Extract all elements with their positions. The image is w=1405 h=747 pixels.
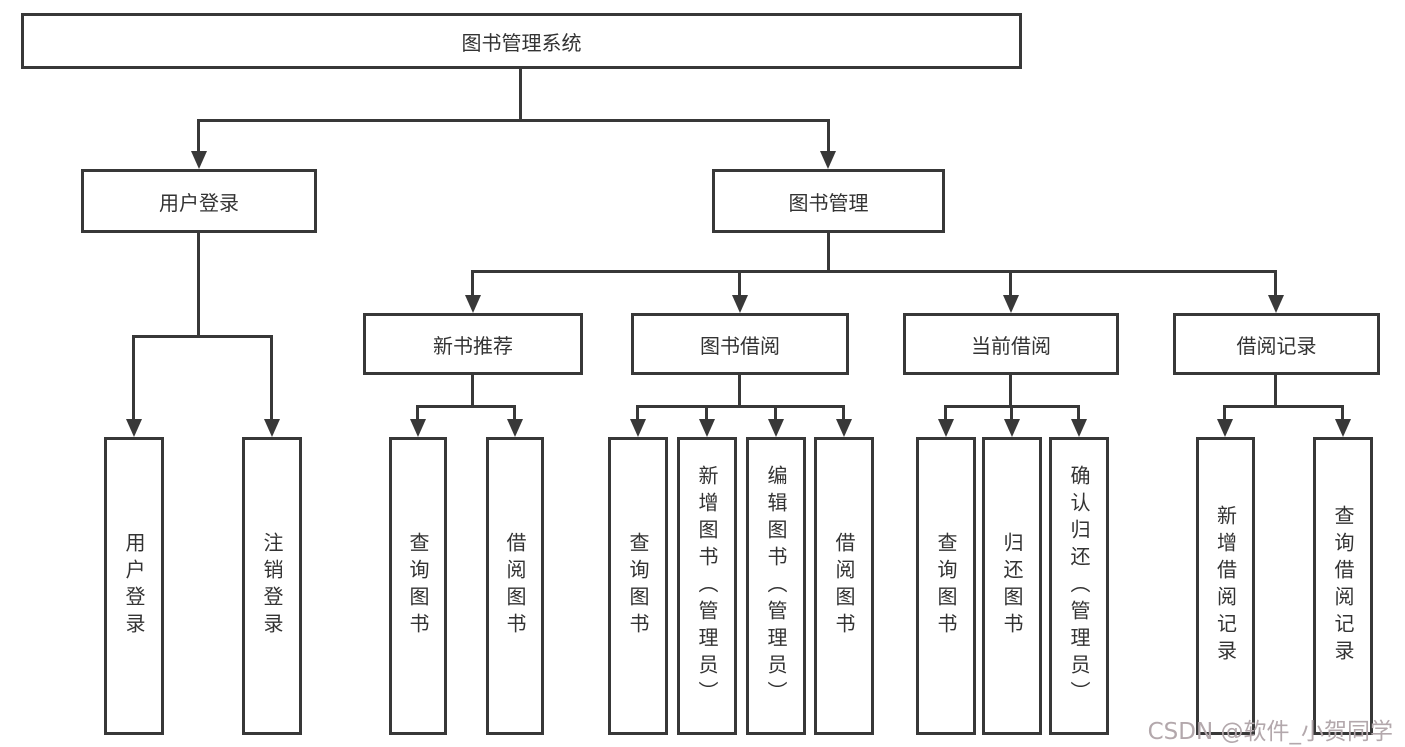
connector-to-current <box>1009 270 1012 297</box>
arrowhead-leaf <box>1335 419 1351 437</box>
node-borrowing-records-label: 借阅记录 <box>1236 333 1317 358</box>
arrowhead-book-management <box>820 151 836 169</box>
node-user-login: 用户登录 <box>81 169 317 233</box>
leaf-logout-label: 注销登录 <box>260 532 284 640</box>
connector-to-leaf-login <box>132 335 135 421</box>
arrowhead-leaf-logout <box>264 419 280 437</box>
node-book-management: 图书管理 <box>712 169 945 233</box>
connector-level3-rail <box>471 270 1277 273</box>
connector-records-stub <box>1274 375 1277 406</box>
connector-leaf <box>1077 405 1080 421</box>
connector-leaf <box>636 405 639 421</box>
leaf-logout: 注销登录 <box>242 437 302 735</box>
leaf-edit-books-admin: 编辑图书（管理员） <box>746 437 806 735</box>
connector-leaf <box>513 405 516 421</box>
leaf-label: 编辑图书（管理员） <box>764 464 788 708</box>
connector-to-leaf-logout <box>270 335 273 421</box>
leaf-label: 查询借阅记录 <box>1331 505 1355 667</box>
node-current-borrowing: 当前借阅 <box>903 313 1119 375</box>
connector-new-book-rail <box>416 405 516 408</box>
connector-leaf <box>774 405 777 421</box>
arrowhead-leaf <box>1217 419 1233 437</box>
arrowhead-leaf <box>410 419 426 437</box>
connector-leaf <box>1341 405 1344 421</box>
leaf-add-borrow-record: 新增借阅记录 <box>1196 437 1255 735</box>
node-borrowing-records: 借阅记录 <box>1173 313 1380 375</box>
node-new-book-recommendation: 新书推荐 <box>363 313 583 375</box>
connector-current-stub <box>1009 375 1012 406</box>
arrowhead-new-book <box>465 295 481 313</box>
node-root: 图书管理系统 <box>21 13 1022 69</box>
leaf-borrow-books: 借阅图书 <box>814 437 874 735</box>
connector-level2-rail <box>197 119 830 122</box>
connector-records-rail <box>1223 405 1344 408</box>
arrowhead-records <box>1268 295 1284 313</box>
connector-to-user-login <box>197 119 200 153</box>
leaf-label: 新增图书（管理员） <box>695 464 719 708</box>
leaf-label: 借阅图书 <box>503 532 527 640</box>
arrowhead-current <box>1003 295 1019 313</box>
connector-borrowing-rail <box>636 405 845 408</box>
arrowhead-leaf <box>1071 419 1087 437</box>
arrowhead-leaf-login <box>126 419 142 437</box>
connector-root-stub <box>519 69 522 122</box>
node-root-label: 图书管理系统 <box>461 30 582 55</box>
leaf-label: 查询图书 <box>934 532 958 640</box>
arrowhead-leaf <box>699 419 715 437</box>
connector-to-borrowing <box>738 270 741 297</box>
leaf-query-books-borrowing: 查询图书 <box>608 437 668 735</box>
node-book-borrowing: 图书借阅 <box>631 313 849 375</box>
arrowhead-leaf <box>507 419 523 437</box>
leaf-label: 查询图书 <box>406 532 430 640</box>
connector-to-book-management <box>827 119 830 153</box>
arrowhead-user-login <box>191 151 207 169</box>
leaf-return-books: 归还图书 <box>982 437 1042 735</box>
node-book-management-label: 图书管理 <box>788 190 869 215</box>
leaf-add-books-admin: 新增图书（管理员） <box>677 437 737 735</box>
connector-new-book-stub <box>471 375 474 406</box>
node-current-borrowing-label: 当前借阅 <box>971 333 1051 358</box>
connector-leaf <box>944 405 947 421</box>
arrowhead-leaf <box>768 419 784 437</box>
leaf-label: 归还图书 <box>1000 532 1024 640</box>
arrowhead-leaf <box>938 419 954 437</box>
connector-book-management-stub <box>827 233 830 271</box>
connector-borrowing-stub <box>738 375 741 406</box>
connector-user-login-rail <box>132 335 273 338</box>
arrowhead-leaf <box>1004 419 1020 437</box>
connector-leaf <box>1010 405 1013 421</box>
leaf-query-books-current: 查询图书 <box>916 437 976 735</box>
arrowhead-leaf <box>630 419 646 437</box>
connector-leaf <box>1223 405 1226 421</box>
node-user-login-label: 用户登录 <box>159 190 239 215</box>
leaf-label: 确认归还（管理员） <box>1067 464 1091 708</box>
arrowhead-leaf <box>836 419 852 437</box>
csdn-watermark: CSDN @软件_小贺同学 <box>1147 719 1393 745</box>
connector-to-new-book <box>471 270 474 297</box>
node-book-borrowing-label: 图书借阅 <box>700 333 780 358</box>
leaf-confirm-return-admin: 确认归还（管理员） <box>1049 437 1109 735</box>
connector-leaf <box>416 405 419 421</box>
connector-to-records <box>1274 270 1277 297</box>
leaf-user-login: 用户登录 <box>104 437 164 735</box>
leaf-label: 新增借阅记录 <box>1213 505 1238 667</box>
leaf-label: 查询图书 <box>626 532 650 640</box>
leaf-borrow-books-recommend: 借阅图书 <box>486 437 544 735</box>
node-new-book-recommendation-label: 新书推荐 <box>433 333 513 358</box>
connector-leaf <box>705 405 708 421</box>
connector-user-login-stub <box>197 233 200 336</box>
leaf-query-borrow-record: 查询借阅记录 <box>1313 437 1373 735</box>
leaf-query-books-recommend: 查询图书 <box>389 437 447 735</box>
leaf-user-login-label: 用户登录 <box>122 532 146 640</box>
connector-leaf <box>842 405 845 421</box>
arrowhead-borrowing <box>732 295 748 313</box>
leaf-label: 借阅图书 <box>832 532 856 640</box>
